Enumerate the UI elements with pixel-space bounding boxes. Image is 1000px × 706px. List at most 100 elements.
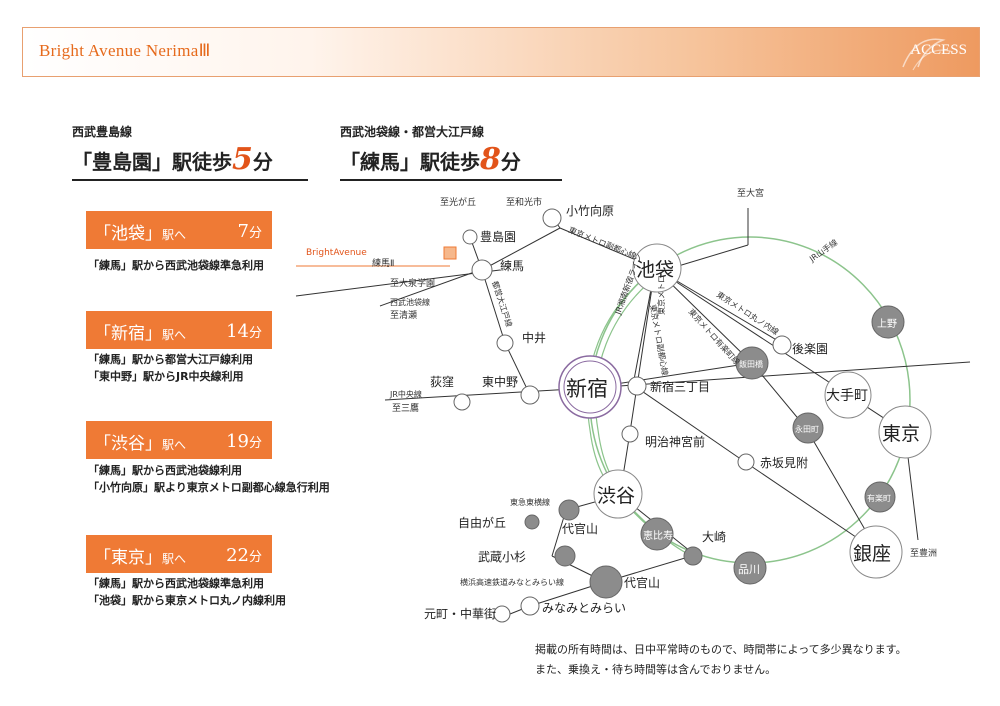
footnote: 掲載の所有時間は、日中平常時のもので、時間帯によって多少異なります。 <box>535 643 907 656</box>
property-name: BrightAvenue <box>306 248 367 258</box>
station-label-nakano: 東中野 <box>482 374 518 389</box>
route-note: 「池袋」駅から東京メトロ丸ノ内線利用 <box>88 594 286 607</box>
header-bar: Bright Avenue NerimaⅢ ACCESS <box>22 27 980 77</box>
line-label-yamanote: JR山手線 <box>807 237 840 264</box>
station-marker-ogikubo <box>453 393 471 411</box>
station-label-shinagawa: 品川 <box>738 563 760 576</box>
route-note: 「練馬」駅から西武池袋線準急利用 <box>88 259 264 272</box>
page-title: Bright Avenue NerimaⅢ <box>39 41 211 60</box>
line-label-fukutoshin3: 東京メトロ <box>656 275 666 315</box>
station-label-osaki: 大崎 <box>702 530 726 544</box>
station-label-toshimaen: 豊島園 <box>480 229 516 244</box>
station-marker-minatomirai <box>520 596 540 616</box>
station-label-tokyo: 東京 <box>882 423 920 445</box>
station-marker-otemachi <box>824 371 872 419</box>
walk-minutes: 8 <box>480 142 501 177</box>
station-marker-meiji <box>621 425 639 443</box>
station-label-shinjuku3: 新宿三丁目 <box>650 379 710 394</box>
route-station: 「東京」 <box>94 548 162 568</box>
line-label-yurakucho: 東京メトロ有楽町線 <box>687 307 743 367</box>
station-marker-musashikosugi <box>554 545 576 567</box>
route-suffix: 駅へ <box>162 228 187 242</box>
route-station: 「渋谷」 <box>94 434 162 454</box>
station-label-nakai: 中井 <box>522 330 546 345</box>
station-marker-ueno <box>871 305 905 339</box>
walk-unit: 分 <box>500 150 521 174</box>
route-unit: 分 <box>248 436 262 451</box>
route-time: 19 <box>226 431 249 452</box>
station-marker-tokyo <box>878 405 932 459</box>
direction-label: 至和光市 <box>506 196 542 208</box>
line-label-marunouchi: 東京メトロ丸ノ内線 <box>715 289 781 337</box>
station-marker-daikanyama <box>558 499 580 521</box>
walk-minutes: 5 <box>232 142 253 177</box>
route-box-tokyo: 「東京」駅へ 22分 <box>86 535 272 573</box>
station-marker-nakai <box>496 334 514 352</box>
route-note: 「東中野」駅からJR中央線利用 <box>88 370 244 383</box>
station-label-minatomirai: みなみとみらい <box>542 601 626 615</box>
walk-station: 「豊島園」駅徒歩 <box>72 150 232 174</box>
station-marker-ebisu <box>640 517 674 551</box>
station-marker-ikebukuro <box>632 243 682 293</box>
station-label-yurakucho: 有楽町 <box>867 493 891 503</box>
direction-label: 至清瀬 <box>390 309 417 321</box>
footnote: また、乗換え・待ち時間等は含んでおりません。 <box>535 663 777 676</box>
footnotes: 掲載の所有時間は、日中平常時のもので、時間帯によって多少異なります。 また、乗換… <box>535 640 907 680</box>
route-unit: 分 <box>248 550 262 565</box>
station-marker-daikanyama2 <box>589 565 623 599</box>
station-marker-iidabashi <box>735 346 769 380</box>
station-marker-shinjuku <box>558 355 622 419</box>
route-station: 「池袋」 <box>94 224 162 244</box>
route-notes-tokyo: 「練馬」駅から西武池袋線準急利用 「池袋」駅から東京メトロ丸ノ内線利用 <box>88 575 286 609</box>
route-station: 「新宿」 <box>94 324 162 344</box>
walk-station: 「練馬」駅徒歩 <box>340 150 480 174</box>
station-label-ogikubo: 荻窪 <box>430 374 454 389</box>
property-marker <box>443 246 457 260</box>
route-time: 7 <box>237 221 249 242</box>
walk-main-text: 「練馬」駅徒歩8分 <box>340 142 562 181</box>
station-label-shinjuku: 新宿 <box>566 377 608 401</box>
walk-line-name: 西武池袋線・都営大江戸線 <box>340 125 485 139</box>
station-marker-korakuen <box>772 335 792 355</box>
station-label-otemachi: 大手町 <box>826 388 868 404</box>
route-box-shibuya: 「渋谷」駅へ 19分 <box>86 421 272 459</box>
walk-line-name: 西武豊島線 <box>72 125 133 139</box>
route-notes-shinjuku: 「練馬」駅から都営大江戸線利用 「東中野」駅からJR中央線利用 <box>88 351 253 385</box>
station-label-ebisu: 恵比寿 <box>643 529 673 542</box>
walk-info-nerima: 西武池袋線・都営大江戸線 「練馬」駅徒歩8分 <box>340 123 562 181</box>
station-marker-nerima <box>471 259 493 281</box>
station-marker-jiyugaoka <box>524 514 540 530</box>
direction-label: 至光が丘 <box>440 196 476 208</box>
access-label: ACCESS <box>910 42 967 58</box>
station-label-nerima: 練馬 <box>500 259 524 273</box>
direction-label: JR中央線 <box>389 389 422 399</box>
station-marker-toshimaen <box>462 229 478 245</box>
route-note: 「小竹向原」駅より東京メトロ副都心線急行利用 <box>88 481 330 494</box>
route-time: 22 <box>226 545 249 566</box>
direction-label: 至大泉学園 <box>390 277 435 289</box>
route-note: 「練馬」駅から都営大江戸線利用 <box>88 353 253 366</box>
station-marker-nagatacho <box>792 412 824 444</box>
station-label-iidabashi: 飯田橋 <box>739 359 763 369</box>
route-suffix: 駅へ <box>162 328 187 342</box>
station-marker-nakano <box>520 385 540 405</box>
station-label-kotake: 小竹向原 <box>566 203 614 218</box>
route-box-ikebukuro: 「池袋」駅へ 7分 <box>86 211 272 249</box>
line-label-fukutoshin: 東京メトロ副都心線 <box>567 225 638 261</box>
route-unit: 分 <box>248 326 262 341</box>
direction-label: 至豊洲 <box>910 547 937 559</box>
station-marker-shinjuku3 <box>627 376 647 396</box>
station-label-jiyugaoka: 自由が丘 <box>458 515 506 530</box>
station-label-nagatacho: 永田町 <box>795 424 819 434</box>
route-box-shinjuku: 「新宿」駅へ 14分 <box>86 311 272 349</box>
route-note: 「練馬」駅から西武池袋線準急利用 <box>88 577 264 590</box>
station-label-akasaka: 赤坂見附 <box>760 456 808 470</box>
route-note: 「練馬」駅から西武池袋線利用 <box>88 464 242 477</box>
route-suffix: 駅へ <box>162 438 187 452</box>
station-marker-shinagawa <box>733 551 767 585</box>
route-notes-ikebukuro: 「練馬」駅から西武池袋線準急利用 <box>88 257 264 274</box>
walk-info-toshimaen: 西武豊島線 「豊島園」駅徒歩5分 <box>72 123 308 181</box>
station-marker-motomachi <box>493 605 511 623</box>
station-label-ikebukuro: 池袋 <box>636 259 674 281</box>
